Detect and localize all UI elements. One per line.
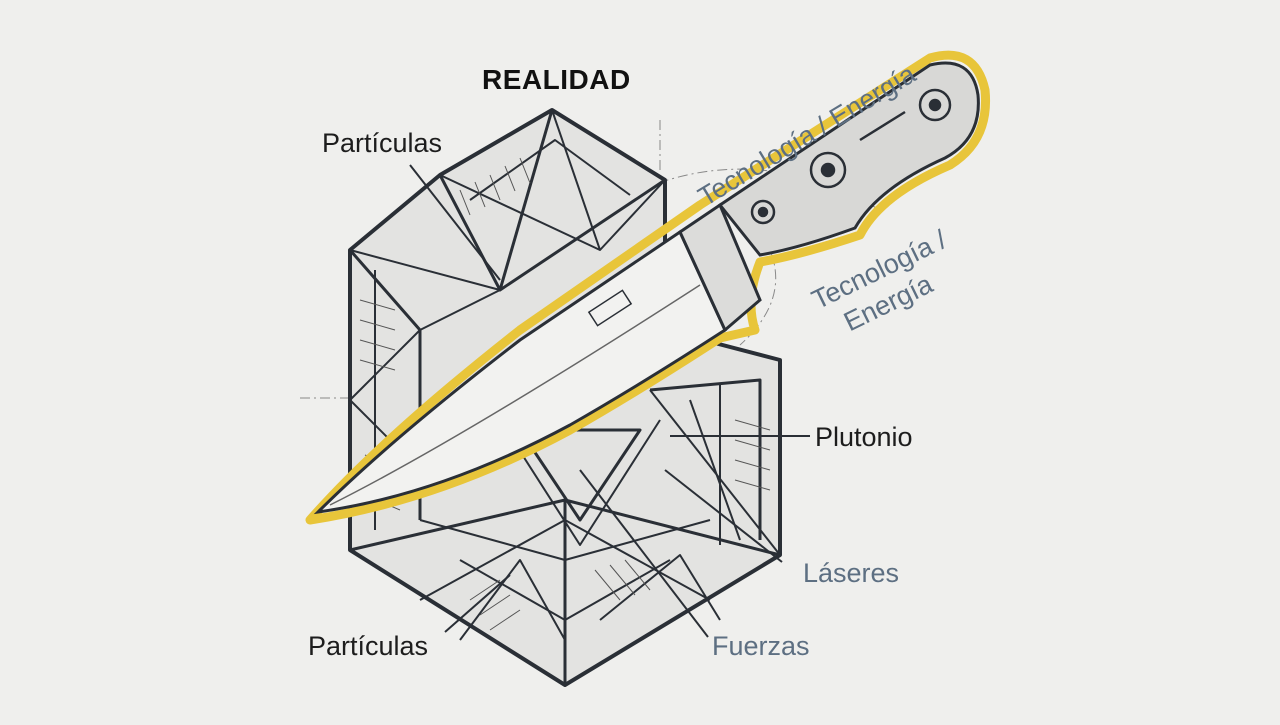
leader-particulas-top — [409, 164, 501, 281]
label-plutonio: Plutonio — [815, 422, 913, 452]
knife-icon — [305, 50, 991, 525]
leader-laseres — [664, 469, 783, 563]
label-particulas-top: Partículas — [322, 128, 443, 158]
label-laseres: Láseres — [803, 558, 900, 588]
label-particulas-bottom: Partículas — [308, 631, 429, 661]
label-fuerzas: Fuerzas — [712, 631, 810, 661]
leader-fuerzas — [579, 469, 709, 638]
leader-particulas-bottom — [444, 574, 511, 633]
leader-lines — [409, 164, 810, 638]
diagram-title: REALIDAD — [482, 64, 631, 95]
